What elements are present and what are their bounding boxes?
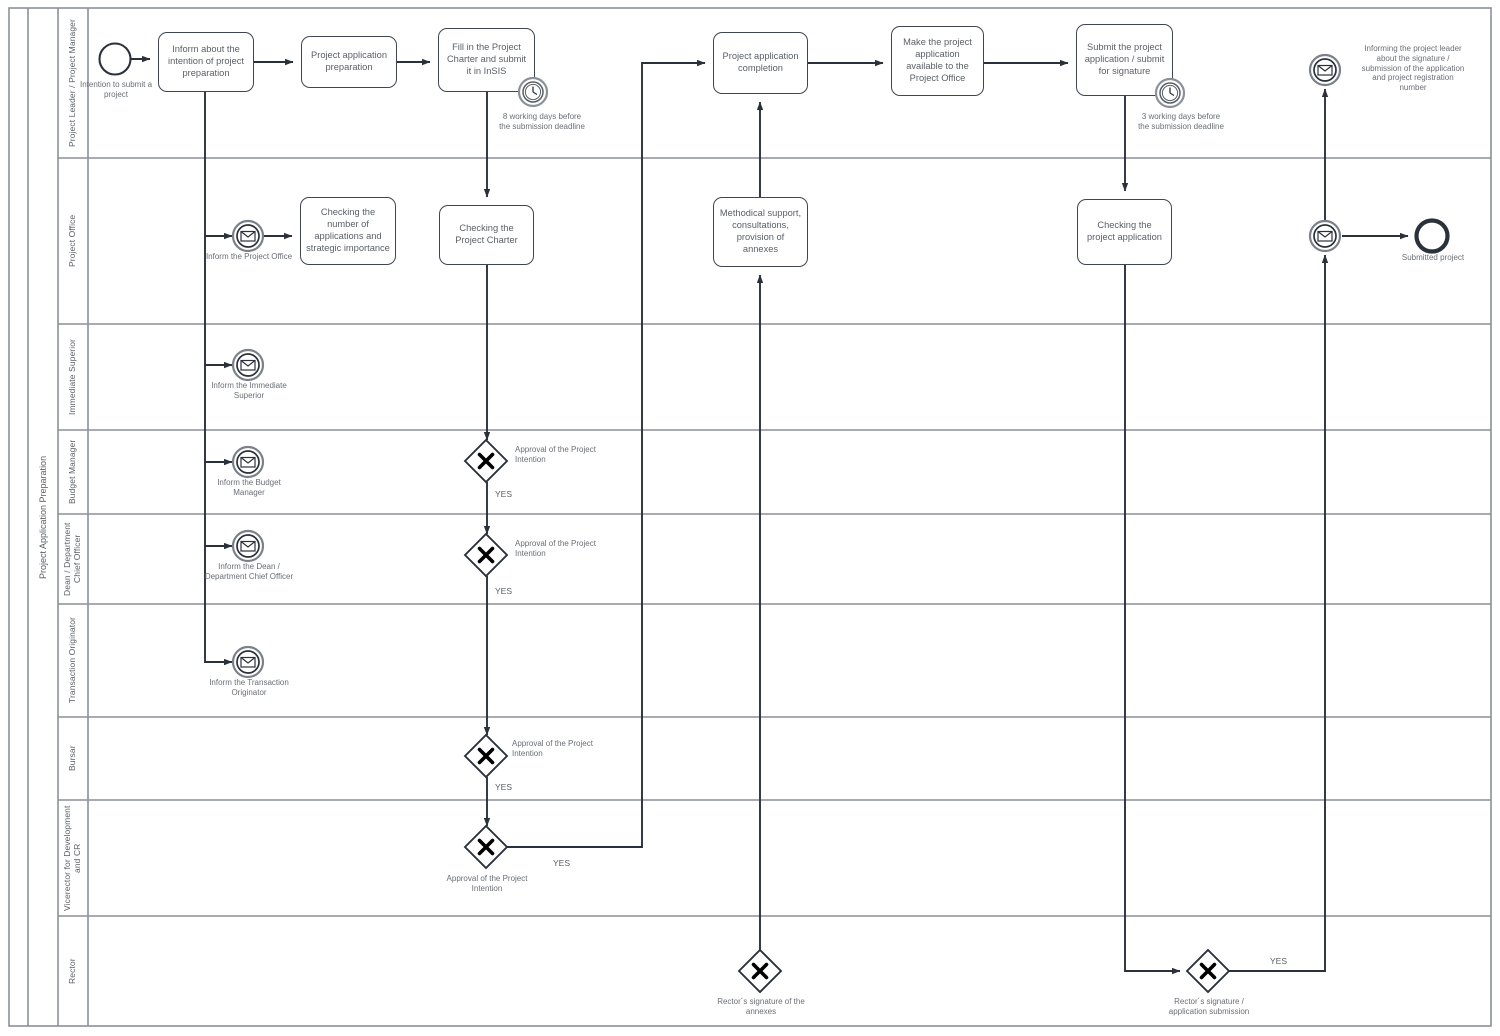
yes-label-rector: YES (1270, 956, 1288, 966)
task-submit-signature[interactable]: Submit the project application / submit … (1076, 24, 1173, 96)
flow-spine-to-budget (204, 365, 233, 466)
task-methodical-support[interactable]: Methodical support, consultations, provi… (713, 197, 808, 267)
gw-approval-dean-label: Approval of the Project Intention (515, 539, 596, 558)
msg-inform-dean-label: Inform the Dean / Department Chief Offic… (204, 562, 294, 581)
flow-officecheck-to-rector-signature (1124, 265, 1181, 975)
yes-label-dean: YES (495, 586, 513, 596)
msg-inform-superior-label: Inform the Immediate Superior (211, 381, 287, 400)
task-checking-charter[interactable]: Checking the Project Charter (439, 205, 534, 265)
flow-vicerector-yes-to-completion (507, 59, 706, 848)
lane-label-rector: Rector (67, 958, 78, 984)
flow-spine-to-originator (204, 546, 233, 666)
task-app-preparation[interactable]: Project application preparation (301, 36, 397, 88)
pool-label: Project Application Preparation (38, 455, 48, 579)
flow-spine-to-dean (204, 462, 233, 550)
lane-label-dean: Dean / Department Chief Officer (62, 522, 82, 596)
task-make-available[interactable]: Make the project application available t… (891, 26, 984, 96)
gw-rector-annexes-label: Rector´s signature of the annexes (717, 997, 805, 1016)
yes-label-bursar: YES (495, 782, 513, 792)
lane-label-transaction-originator: Transaction Originator (67, 617, 78, 704)
gw-approval-bursar-label: Approval of the Project Intention (512, 739, 593, 758)
lane-label-project-office: Project Office (67, 214, 78, 268)
flow-rector-yes-up (1229, 254, 1329, 972)
task-fill-charter[interactable]: Fill in the Project Charter and submit i… (438, 28, 535, 92)
lane-label-bursar: Bursar (67, 745, 78, 772)
yes-label-budget: YES (495, 489, 513, 499)
end-event-label: Submitted project (1401, 253, 1465, 262)
gw-approval-vicerector-label: Approval of the Project Intention (446, 874, 528, 893)
lane-dividers (58, 157, 1491, 917)
start-event-label: Intention to submit a project (79, 80, 153, 99)
msg-inform-leader-label: Informing the project leader about the s… (1361, 44, 1465, 92)
sequence-flows (131, 55, 1409, 975)
timer-8-days-label: 8 working days before the submission dea… (499, 112, 585, 131)
task-checking-application[interactable]: Checking the project application (1077, 199, 1172, 265)
task-app-completion[interactable]: Project application completion (713, 32, 808, 94)
gw-rector-signature-label: Rector´s signature / application submiss… (1168, 997, 1250, 1016)
msg-inform-originator-label: Inform the Transaction Originator (209, 678, 289, 697)
task-inform-intention[interactable]: Inform about the intention of project pr… (158, 32, 254, 92)
yes-label-vicerector: YES (553, 858, 571, 868)
lane-label-vicerector: Vicerector for Development and CR (62, 805, 82, 911)
lane-label-immediate-superior: Immediate Superior (67, 339, 78, 415)
task-checking-number[interactable]: Checking the number of applications and … (300, 197, 396, 265)
msg-inform-budget-label: Inform the Budget Manager (217, 478, 281, 497)
lane-label-budget-manager: Budget Manager (67, 439, 78, 505)
timer-3-days-label: 3 working days before the submission dea… (1138, 112, 1224, 131)
pool-frame (8, 7, 1492, 1027)
msg-inform-office-label: Inform the Project Office (205, 252, 293, 261)
gw-approval-budget-label: Approval of the Project Intention (515, 445, 596, 464)
